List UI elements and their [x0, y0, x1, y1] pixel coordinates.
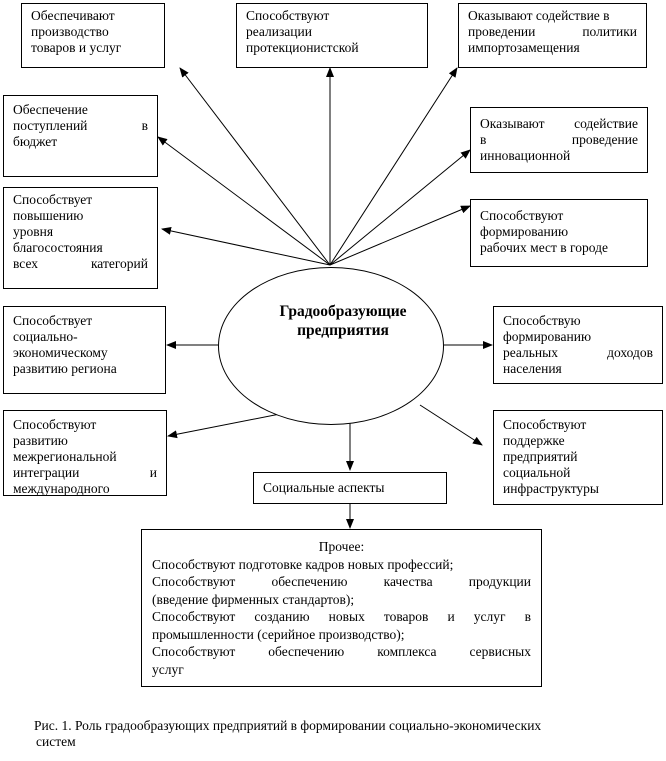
other-line: Способствуют созданию новых товаров и ус…: [152, 609, 531, 624]
box-line: Обеспечивают: [31, 8, 115, 23]
center-title-line-1: Градообразующие: [279, 303, 407, 320]
box-line: Способствуют: [503, 417, 587, 432]
box-line: формированию: [480, 224, 569, 239]
box-line: рабочих мест в городе: [480, 240, 608, 255]
other-line: (введение фирменных стандартов);: [152, 591, 355, 607]
box-line: реальных доходов: [503, 345, 653, 360]
box-left-3: Способствует социально- экономическому р…: [3, 306, 166, 394]
arrow-to-left-1: [157, 136, 331, 266]
box-right-4: Способствуют поддержке предприятий социа…: [493, 410, 663, 505]
box-line: Социальные аспекты: [263, 480, 385, 495]
arrow-to-right-1: [329, 149, 471, 266]
arrow-to-left-4: [167, 411, 291, 439]
box-line: в проведение: [480, 132, 638, 147]
box-right-1: Оказывают содействие в проведение иннова…: [470, 107, 648, 173]
box-top-left: Обеспечивают производство товаров и услу…: [21, 3, 165, 68]
box-left-4: Способствуют развитию межрегиональной ин…: [3, 410, 167, 496]
box-line: протекционистской: [246, 40, 359, 55]
center-title: Градообразующие предприятия: [218, 302, 468, 340]
box-line: Способствуют: [246, 8, 330, 23]
box-left-1: Обеспечение поступлений в бюджет: [3, 95, 158, 177]
arrow-to-right-4: [419, 404, 483, 446]
box-line: товаров и услуг: [31, 40, 122, 55]
other-line: Способствуют обеспечению комплекса серви…: [152, 644, 531, 659]
box-line: социальной: [503, 465, 571, 480]
box-line: развитию региона: [13, 361, 117, 376]
other-line: Способствуют подготовке кадров новых про…: [152, 556, 454, 572]
box-line: поступлений в: [13, 118, 148, 133]
box-line: Способствует: [13, 192, 93, 207]
caption-line-1: Рис. 1. Роль градообразующих предприятий…: [34, 718, 542, 733]
other-line: услуг: [152, 661, 184, 677]
box-line: производство: [31, 24, 109, 39]
box-right-2: Способствуют формированию рабочих мест в…: [470, 199, 648, 267]
box-right-3: Способствую формированию реальных доходо…: [493, 306, 663, 384]
box-top-center: Способствуют реализации протекционистско…: [236, 3, 428, 68]
box-line: экономическому: [13, 345, 108, 360]
arrow-to-right-2: [329, 205, 471, 266]
box-line: благосостояния: [13, 240, 103, 255]
box-other: Прочее: Способствуют подготовке кадров н…: [141, 529, 542, 687]
box-line: Способствует: [13, 313, 93, 328]
box-line: межрегиональной: [13, 449, 117, 464]
box-line: социально-: [13, 329, 78, 344]
box-line: международного: [13, 481, 110, 496]
box-line: Способствую: [503, 313, 581, 328]
box-line: Оказывают содействие: [480, 116, 638, 131]
box-line: инфраструктуры: [503, 481, 599, 496]
box-top-right: Оказывают содействие в проведении полити…: [458, 3, 647, 68]
box-line: поддержке: [503, 433, 565, 448]
other-heading: Прочее:: [318, 539, 365, 554]
box-line: Оказывают содействие в: [468, 8, 610, 23]
box-line: проведении политики: [468, 24, 637, 39]
box-line: Обеспечение: [13, 102, 88, 117]
box-left-2: Способствует повышению уровня благососто…: [3, 187, 158, 289]
box-line: бюджет: [13, 134, 58, 149]
box-line: населения: [503, 361, 562, 376]
other-line: промышленности (серийное производство);: [152, 626, 405, 642]
box-line: интеграции и: [13, 465, 157, 480]
box-line: реализации: [246, 24, 312, 39]
box-line: инновационной: [480, 148, 571, 163]
box-line: импортозамещения: [468, 40, 580, 55]
figure-caption: Рис. 1. Роль градообразующих предприятий…: [34, 718, 541, 750]
caption-line-2: систем: [36, 734, 76, 749]
center-ellipse: [218, 267, 444, 425]
box-social-aspects: Социальные аспекты: [253, 472, 447, 504]
box-line: предприятий: [503, 449, 578, 464]
other-line: Способствуют обеспечению качества продук…: [152, 574, 531, 589]
box-line: формированию: [503, 329, 592, 344]
box-line: Способствуют: [480, 208, 564, 223]
arrow-to-left-2: [161, 226, 331, 266]
box-line: развитию: [13, 433, 68, 448]
box-line: повышению: [13, 208, 84, 223]
box-line: всех категорий: [13, 256, 148, 271]
box-line: Способствуют: [13, 417, 97, 432]
arrow-to-top-right: [329, 67, 458, 266]
box-line: уровня: [13, 224, 54, 239]
arrow-to-top-left: [179, 67, 331, 266]
center-title-line-2: предприятия: [297, 322, 389, 339]
